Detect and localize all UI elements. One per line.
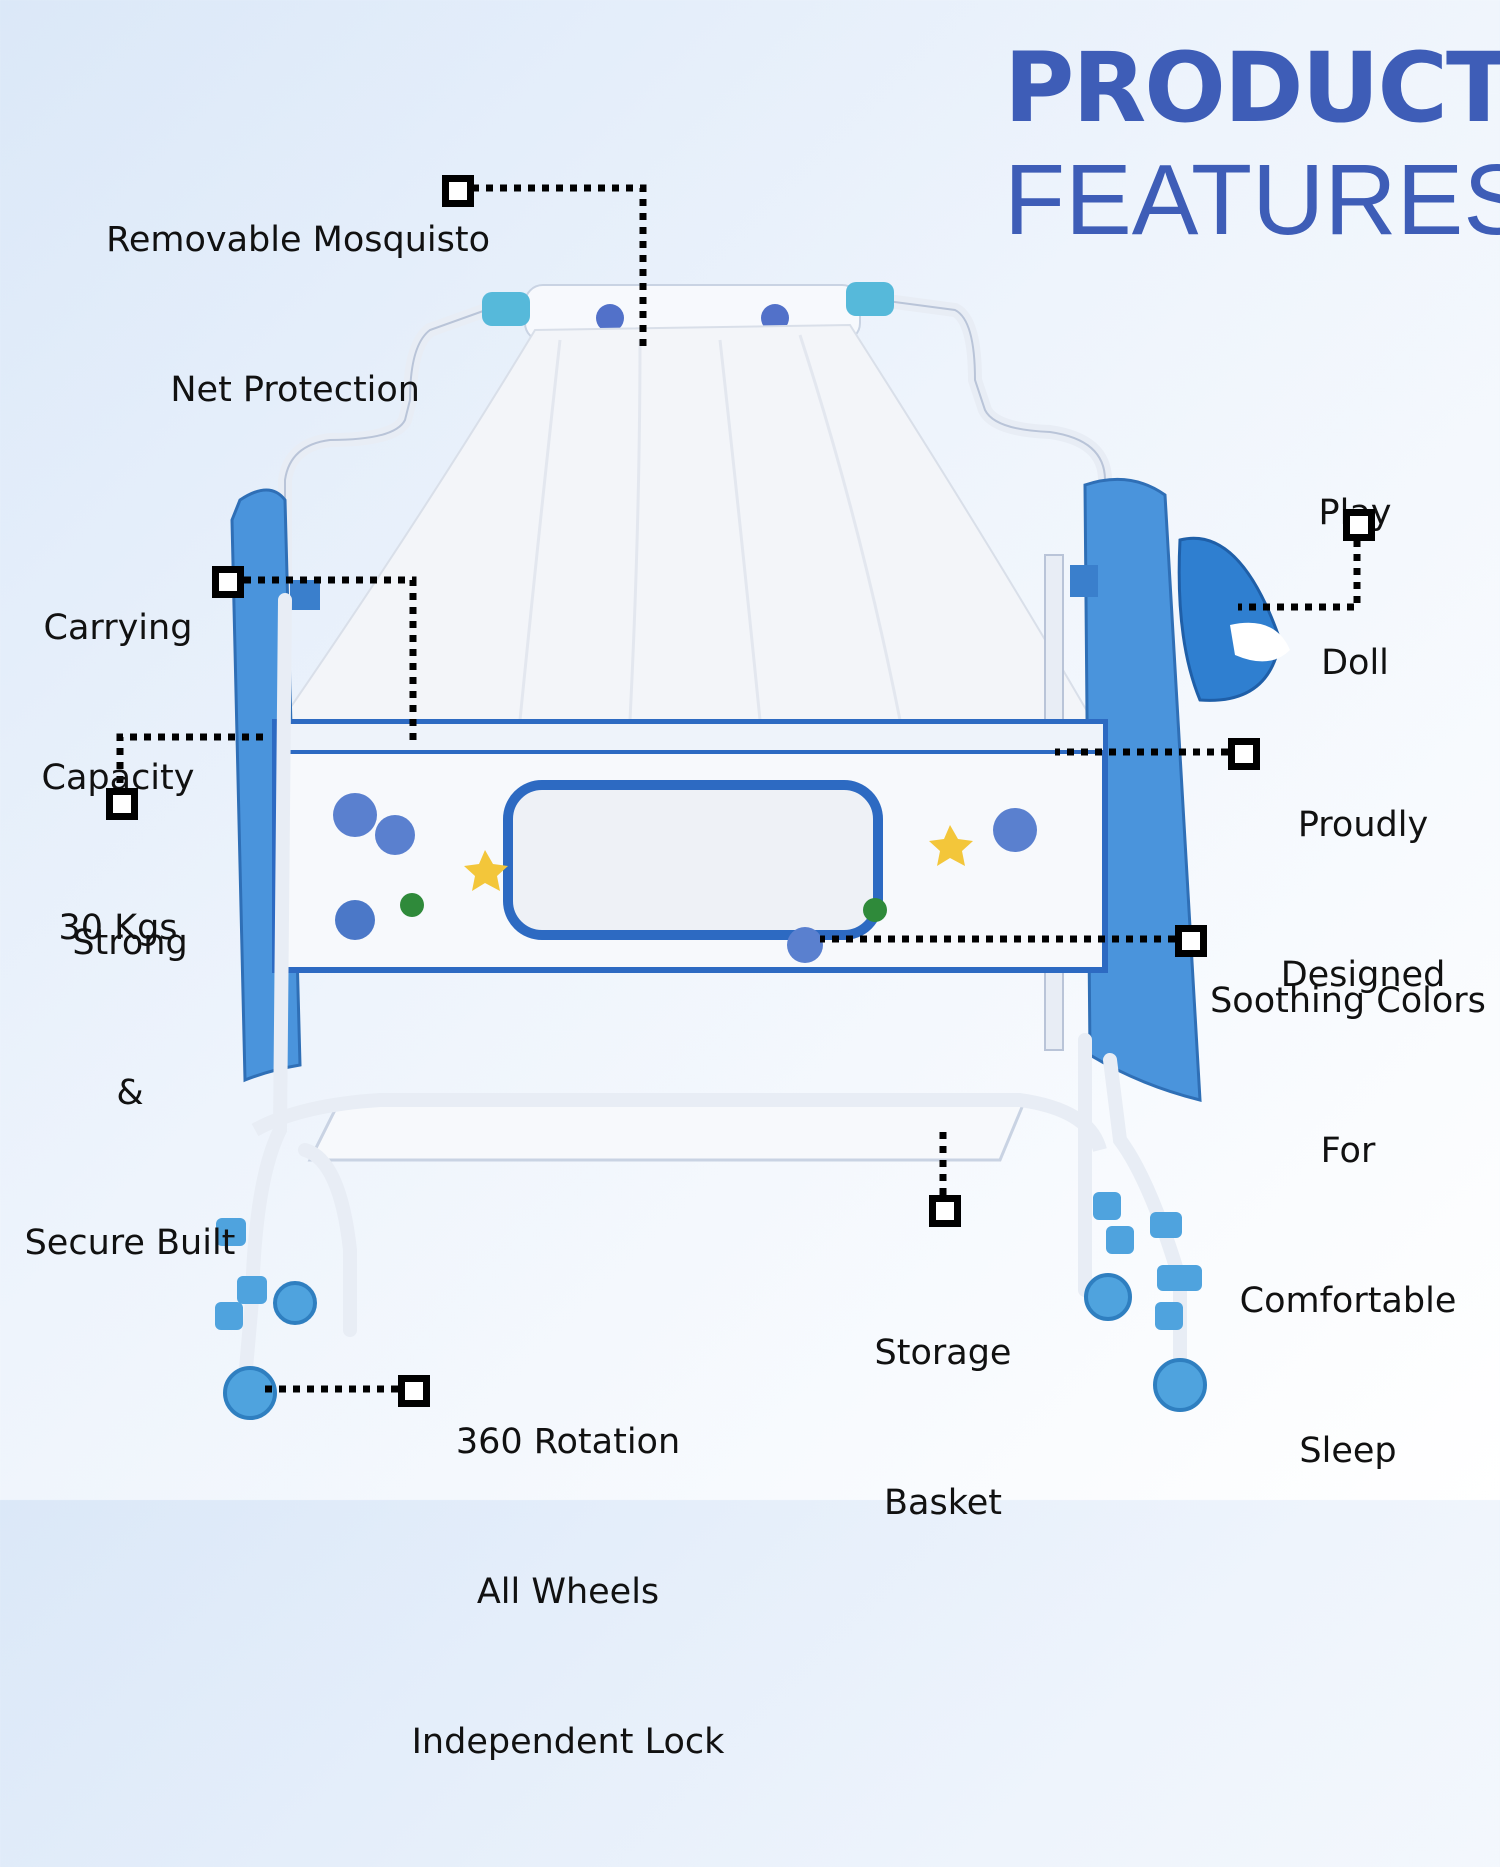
- marker-carrying-capacity: [212, 566, 244, 598]
- label-strong-secure: Strong & Secure Built: [24, 923, 236, 1263]
- marker-proudly-designed: [1228, 738, 1260, 770]
- marker-play-doll: [1343, 509, 1375, 541]
- top-bar-cap-right: [846, 282, 894, 316]
- cradle-illustration: [116, 184, 1361, 1420]
- wheels: [223, 1273, 1207, 1420]
- leader-play-doll: [1238, 540, 1361, 611]
- label-storage-basket: Storage Basket: [874, 1333, 1012, 1523]
- leader-mosquito-net: [472, 184, 647, 350]
- mesh-window: [503, 780, 883, 940]
- title-line-2: FEATURES: [1004, 144, 1500, 256]
- marker-mosquito-net: [442, 175, 474, 207]
- leader-lines: [116, 184, 1361, 1393]
- marker-strong-secure: [106, 788, 138, 820]
- play-doll: [1177, 536, 1282, 702]
- top-bar-cap-left: [482, 292, 530, 326]
- label-wheels: 360 Rotation All Wheels Independent Lock: [411, 1422, 725, 1762]
- infographic: PRODUCT FEATURES Removable Mosquisto Net…: [24, 32, 1500, 1762]
- wheel-knobs: [215, 1192, 1202, 1330]
- marker-storage-basket: [929, 1195, 961, 1227]
- page-title: PRODUCT FEATURES: [1004, 32, 1500, 256]
- label-mosquito-net: Removable Mosquisto Net Protection: [106, 220, 490, 410]
- storage-basket: [307, 1098, 1028, 1162]
- title-line-1: PRODUCT: [1004, 32, 1500, 144]
- marker-wheels: [398, 1375, 430, 1407]
- label-proudly-designed: Proudly Designed: [1280, 805, 1446, 995]
- label-carrying-capacity: Carrying Capacity 30 Kgs: [41, 608, 195, 948]
- leader-carrying-capacity: [244, 576, 417, 742]
- marker-soothing-colors: [1175, 925, 1207, 957]
- leader-strong-secure: [116, 733, 263, 790]
- label-soothing-colors: Soothing Colors For Comfortable Sleep: [1210, 981, 1486, 1471]
- label-play-doll: Play Doll: [1319, 493, 1392, 683]
